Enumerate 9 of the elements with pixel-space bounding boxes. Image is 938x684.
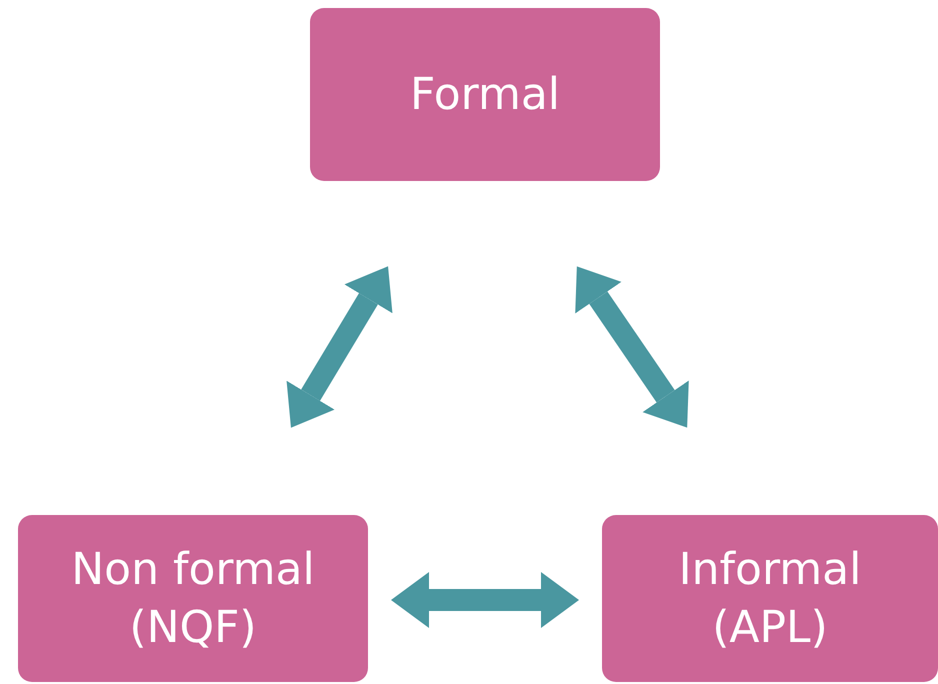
box-label: Non formal (NQF)	[70, 543, 316, 654]
rounded-box	[310, 8, 660, 181]
rounded-box	[18, 515, 368, 682]
rounded-box	[602, 515, 938, 682]
double-arrow	[286, 266, 392, 428]
box-label: Formal	[410, 68, 560, 122]
double-arrow	[391, 572, 579, 628]
box-label: Informal (APL)	[678, 543, 862, 654]
double-arrow	[575, 266, 689, 428]
